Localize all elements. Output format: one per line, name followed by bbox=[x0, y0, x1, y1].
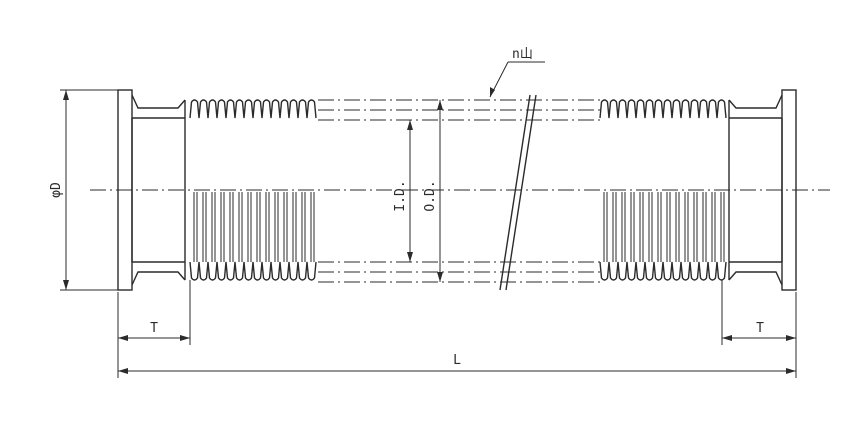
right-flange bbox=[728, 89, 797, 291]
convolution-leader: n山 bbox=[489, 47, 545, 98]
l-dimension: L bbox=[117, 345, 797, 378]
left-convolutions bbox=[189, 99, 317, 281]
right-convolutions bbox=[599, 99, 727, 281]
middle-section bbox=[318, 99, 600, 283]
phi-d-label: φD bbox=[49, 182, 64, 198]
phi-d-dimension: φD bbox=[49, 89, 118, 291]
od-dimension: O.D. bbox=[423, 100, 443, 282]
t-left-label: T bbox=[150, 321, 158, 336]
id-label: I.D. bbox=[393, 180, 408, 211]
break-lines bbox=[499, 94, 537, 291]
t-dimension-left: T bbox=[117, 280, 191, 345]
id-dimension: I.D. bbox=[393, 120, 413, 262]
t-right-label: T bbox=[756, 321, 764, 336]
left-flange bbox=[117, 89, 186, 291]
od-label: O.D. bbox=[423, 180, 438, 211]
convolution-count-label: n山 bbox=[512, 47, 533, 62]
t-dimension-right: T bbox=[721, 280, 797, 345]
l-label: L bbox=[453, 353, 461, 368]
